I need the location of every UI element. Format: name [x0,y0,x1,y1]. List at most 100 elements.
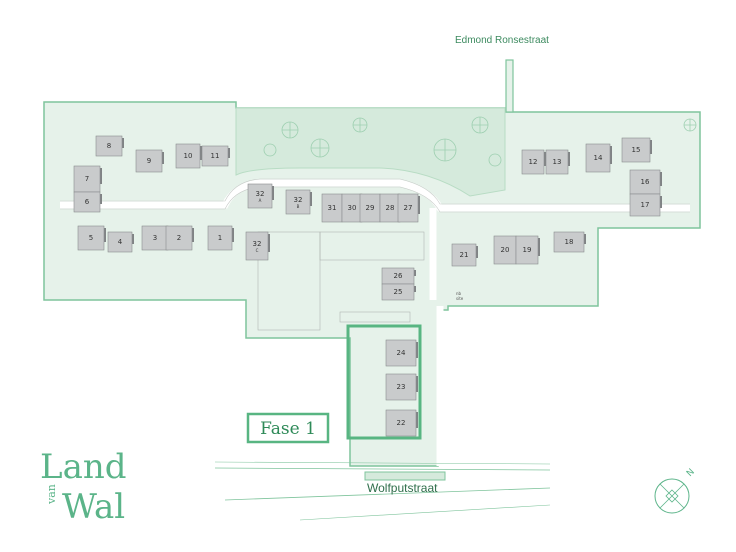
plot-note-1: nb [456,291,462,296]
lot-number: 32 [256,190,265,198]
lot-number: 9 [147,157,151,165]
lot-house [175,143,201,169]
yard-lines [257,231,425,331]
lot-house [553,231,585,253]
lot-number: 25 [394,288,403,296]
lot-2[interactable]: 2 [165,225,194,251]
lot-19[interactable]: 19 [515,235,540,265]
lot-27[interactable]: 27 [397,193,420,223]
lot-number: 30 [348,204,357,212]
lot-house [135,149,163,173]
lot-number: 20 [501,246,510,254]
plot-note-2: site [456,296,464,301]
lot-house [515,235,539,265]
phase-1-boundary [346,324,422,440]
lot-31[interactable]: 31 [321,193,344,223]
lot-20[interactable]: 20 [493,235,518,265]
lot-9[interactable]: 9 [135,149,164,173]
lot-22[interactable]: 22 [385,409,418,437]
lot-12[interactable]: 12 [521,149,546,175]
south-street [214,461,551,521]
lot-number: 8 [107,142,111,150]
lot-house [207,225,233,251]
phase-label: Fase 1 [260,419,316,439]
lot-number: 26 [394,272,403,280]
lot-number: 21 [460,251,469,259]
lot-18[interactable]: 18 [553,231,586,253]
lot-house [451,243,477,267]
lot-house [165,225,193,251]
north-access-road [505,59,514,113]
lot-house [545,149,569,175]
lot-house [629,193,661,217]
lot-1[interactable]: 1 [207,225,234,251]
lot-house [107,231,133,253]
lot-number: 4 [118,238,123,246]
lot-25[interactable]: 25 [381,283,416,301]
lot-32-c[interactable]: 32C [245,231,270,261]
lot-house [381,283,415,301]
lot-number: 15 [632,146,641,154]
street-label-north: Edmond Ronsestraat [455,35,549,46]
lot-number: 10 [184,152,193,160]
lot-21[interactable]: 21 [451,243,478,267]
lot-number: 31 [328,204,337,212]
logo-land: Land [40,447,127,487]
lot-subletter: A [259,198,262,203]
lot-house [77,225,105,251]
lot-number: 11 [211,152,220,160]
lot-house [247,183,273,209]
lot-number: 14 [594,154,603,162]
lot-number: 29 [366,204,375,212]
lot-number: 6 [85,198,90,206]
lot-7[interactable]: 7 [73,165,102,193]
lot-house [385,373,417,401]
lot-house [621,137,651,163]
lot-subletter: C [256,248,259,253]
lot-number: 23 [397,383,406,391]
lot-number: 27 [404,204,413,212]
internal-roads [60,179,690,466]
lot-number: 7 [85,175,89,183]
park-trees [263,116,697,167]
lot-23[interactable]: 23 [385,373,418,401]
lot-number: 5 [89,234,93,242]
lot-number: 12 [529,158,538,166]
central-park [235,107,506,197]
lot-4[interactable]: 4 [107,231,134,253]
lot-5[interactable]: 5 [77,225,106,251]
lot-house [521,149,545,175]
lot-16[interactable]: 16 [629,169,662,195]
compass-label: N [685,467,697,479]
lot-17[interactable]: 17 [629,193,662,217]
lot-32-b[interactable]: 32B [285,189,312,215]
lot-10[interactable]: 10 [175,143,202,169]
lot-number: 19 [523,246,532,254]
lot-number: 16 [641,178,650,186]
lot-house [95,135,123,157]
lot-14[interactable]: 14 [585,143,612,173]
lot-number: 17 [641,201,650,209]
lot-29[interactable]: 29 [359,193,382,223]
lot-15[interactable]: 15 [621,137,652,163]
lot-32-a[interactable]: 32A [247,183,274,209]
lot-number: 32 [253,240,262,248]
lot-13[interactable]: 13 [545,149,570,175]
lot-8[interactable]: 8 [95,135,124,157]
compass-icon [654,478,690,514]
lot-number: 32 [294,196,303,204]
lot-number: 18 [565,238,574,246]
lot-26[interactable]: 26 [381,267,416,285]
lot-11[interactable]: 11 [201,145,230,167]
lot-subletter: B [297,204,300,209]
lot-6[interactable]: 6 [73,191,102,213]
logo-van: van [45,484,58,505]
lot-24[interactable]: 24 [385,339,418,367]
lot-house [285,189,311,215]
lot-house [73,191,101,213]
lot-number: 1 [218,234,222,242]
lot-number: 3 [153,234,157,242]
lot-house [385,409,417,437]
logo-wal: Wal [62,487,125,527]
